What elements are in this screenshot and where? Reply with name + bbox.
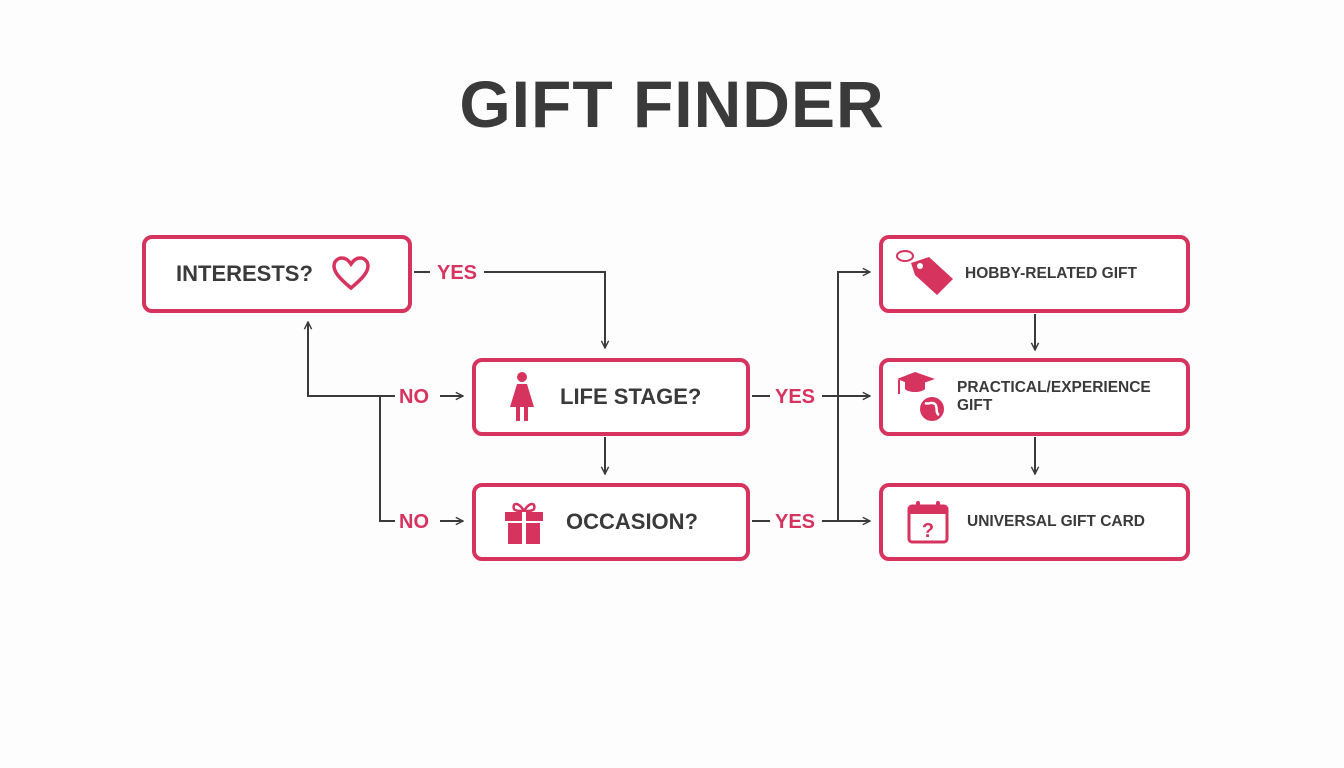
- node-label: PRACTICAL/EXPERIENCE GIFT: [957, 379, 1151, 414]
- heart-icon: [331, 256, 371, 292]
- woman-icon: [508, 371, 536, 423]
- node-universal-gift-card: ? UNIVERSAL GIFT CARD: [879, 483, 1190, 561]
- edge-label-occasion-no: NO: [399, 511, 429, 533]
- connector-interests-yes: [484, 271, 605, 348]
- node-practical-experience-gift: PRACTICAL/EXPERIENCE GIFT: [879, 358, 1190, 436]
- edge-label-interests-yes: YES: [437, 262, 478, 284]
- node-label: INTERESTS?: [176, 261, 313, 286]
- node-label: UNIVERSAL GIFT CARD: [967, 513, 1145, 530]
- page-title: GIFT FINDER: [459, 67, 885, 141]
- edge-label-life-stage-yes: YES: [775, 386, 816, 408]
- node-hobby-related-gift: HOBBY-RELATED GIFT: [879, 235, 1190, 313]
- gift-icon: [504, 499, 544, 545]
- svg-text:?: ?: [922, 520, 934, 542]
- tag-icon: [895, 249, 955, 299]
- connector-yes-trunk: [837, 272, 870, 521]
- node-label: LIFE STAGE?: [560, 384, 702, 409]
- node-life-stage: LIFE STAGE?: [472, 358, 750, 436]
- node-label: HOBBY-RELATED GIFT: [965, 265, 1137, 282]
- node-label: OCCASION?: [566, 509, 698, 534]
- edge-label-occasion-yes: YES: [775, 511, 816, 533]
- node-interests: INTERESTS?: [142, 235, 412, 313]
- node-occasion: OCCASION?: [472, 483, 750, 561]
- graduation-cap-globe-icon: [895, 369, 951, 425]
- calendar-question-icon: ?: [907, 500, 949, 544]
- edge-label-life-stage-no: NO: [399, 386, 429, 408]
- connector-no-loop: [308, 322, 395, 397]
- connector-no-down: [379, 396, 395, 522]
